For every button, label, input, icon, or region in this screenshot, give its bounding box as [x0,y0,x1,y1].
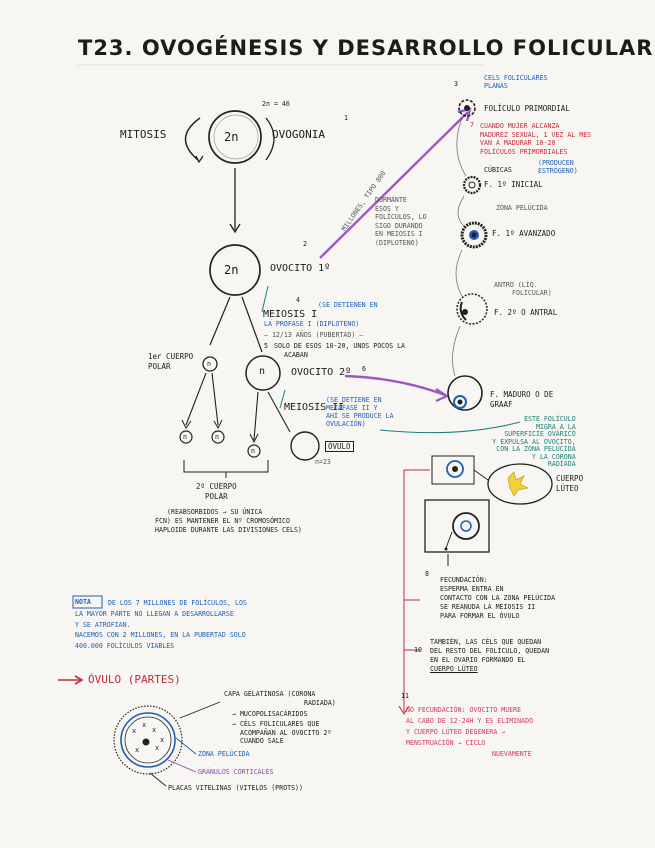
mitosis-label: MITOSIS [120,128,167,141]
ovulo-label: ÓVULO [325,441,354,452]
meiosis2-label: MEIOSIS II [284,402,345,413]
ovocito2-cell-n: n [259,366,266,377]
cels-foliculares-label: CELS FOLICULARES PLANAS [484,74,548,90]
primordial-note: CUANDO MUJER ALCANZA MADUREZ SEXUAL, 1 V… [480,122,592,156]
corpus-luteum-icon [487,463,553,505]
ovocito1-label: OVOCITO 1º [270,263,331,274]
ovulo-partes-heading: ÓVULO (PARTES) [88,673,181,686]
nota-body: LA MAYOR PARTE NO LLEGAN A DESARROLLARSE… [75,610,246,650]
follicle-graaf-icon [447,375,483,411]
primordial-label: FOLÍCULO PRIMORDIAL [484,104,570,113]
ovogonia-cell [208,110,262,164]
step-11: 11 [401,692,409,700]
polar-n-1: n [183,433,187,441]
cuerpo-luteo-label: CUERPO LÚTEO [556,474,584,493]
step-10: 10 [414,646,422,654]
follicle-primordial-icon [458,99,476,117]
svg-text:x: x [132,727,136,735]
placas-vitelinas-label: PLACAS VITELINAS (VITELOS (PROTS)) [168,784,303,792]
polar-body-1 [202,356,218,372]
ovulo-cell [290,431,320,461]
page-title: T23. OVOGÉNESIS Y DESARROLLO FOLICULAR [78,36,654,60]
ovocito2-cell [245,355,281,391]
nota-line-1: : DE LOS 7 MILLONES DE FOLÍCULOS, LOS [100,599,247,607]
second-polar-body-label: 2º CUERPO POLAR [196,482,237,501]
follicle-primary-initial-icon [462,175,482,195]
meiosis2-note: (SE DETIENE EN METAFASE II Y AHÍ SE PROD… [326,396,394,428]
step-3: 3 [454,80,458,88]
step-7: 7 [470,121,474,129]
meiosis1-note-2: LA PROFASE I (DIPLOTENO) [264,320,360,328]
no-fecundacion-note: NO FECUNDACIÓN: OVOCITO MUERE AL CABO DE… [406,706,534,758]
step-6: 6 [362,365,366,373]
step-4: 4 [296,296,300,304]
mucopolisacaridos-label: → MUCOPOLISACÁRIDOS [232,710,308,718]
ovocito2-label: OVOCITO 2º [291,367,352,378]
cubicas-label: CÚBICAS [484,166,512,174]
zona-pelucida-ovulo-label: ZONA PELÚCIDA [198,750,250,758]
ovocito1-cell-label: 2n [224,263,239,277]
follicle-antral-icon [456,293,488,325]
ovocito1-cell [209,244,261,296]
mitosis-arc-icon [184,117,201,161]
ovulo-parts-icon: x x x x x x [113,705,183,775]
reabsorbidos-note: (REABSORBIDOS → SU ÚNICA FCN) ES MANTENE… [155,508,302,534]
step-2: 2 [303,240,307,248]
first-polar-body-label: 1er CUERPO POLAR [148,352,194,371]
producen-note: (PRODUCEN ESTRÓGENO) [538,159,578,175]
svg-text:x: x [135,746,139,754]
tambien-note: TAMBIÉN, LAS CÉLS QUE QUEDAN DEL RESTO D… [430,638,550,673]
step5-note: SOLO DE ESOS 10-20, UNOS POCOS LA ACABAN [274,342,406,359]
f1-avanzado-label: F. 1º AVANZADO [492,229,556,238]
zona-pelucida-label: ZONA PELÚCIDA [496,204,548,212]
granulos-corticales-label: GRÁNULOS CORTICALES [198,768,274,776]
step-1: 1 [344,114,348,122]
cels-foliculares-ovulo-label: → CÉLS FOLICULARES QUE ACOMPAÑAN AL OVOC… [232,720,332,745]
follicle-primary-advanced-icon [460,221,488,249]
purple-arrow-graaf [344,374,446,397]
step-5: 5 [264,342,268,350]
meiosis1-note: (SE DETIENEN EN [318,301,378,309]
antro-label: ANTRO (LÍQ. FOLICULAR) [494,281,552,297]
chromosome-count: 2n = 46 [262,100,290,108]
step-8: 8 [425,570,429,578]
meiosis1-years: — 12/13 AÑOS (PUBERTAD) — [264,331,364,339]
ovogonia-label: OVOGONIA [272,128,325,141]
fertilization-box [424,499,490,553]
polar-body-n: n [207,360,211,368]
graaf-label: F. MADURO O DE GRAAF [490,390,554,409]
nota-label: NOTA [75,598,91,606]
polar-n-3: n [251,447,255,455]
fecundacion-note: FECUNDACIÓN: ESPERMA ENTRA EN CONTACTO C… [440,576,556,620]
capa-gelatinosa-label: CAPA GELATINOSA (CORONA RADIADA) [224,690,336,707]
dormant-note: DORMANTE ESOS Y FOLÍCULOS, LO SIGO DURAN… [375,196,427,247]
f2-antral-label: F. 2º O ANTRAL [494,308,558,317]
svg-text:x: x [160,736,164,744]
graaf-note: ESTE FOLÍCULO MIGRA A LA SUPERFICIE OVÁR… [492,415,576,468]
svg-text:x: x [152,726,156,734]
f1-inicial-label: F. 1º INICIAL [484,180,543,189]
purple-arrow-primordial [319,111,469,259]
polar-n-2: n [215,433,219,441]
svg-text:x: x [155,744,159,752]
meiosis1-label: MEIOSIS I [263,309,318,320]
ovogonia-cell-label: 2n [224,130,239,144]
n-23-label: n=23 [315,458,331,466]
svg-text:x: x [142,721,146,729]
